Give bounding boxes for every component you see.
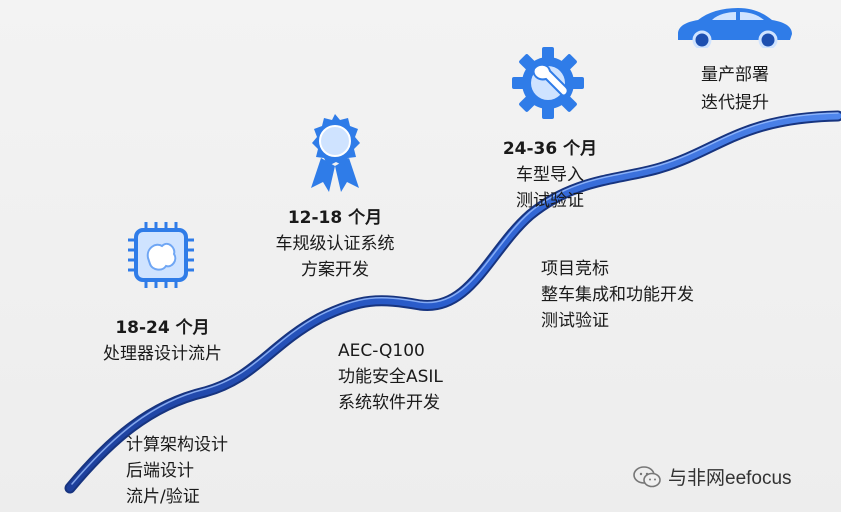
label-line: 项目竞标	[541, 259, 609, 279]
stage-title: 12-18 个月	[287, 208, 383, 228]
stage-title: 18-24 个月	[115, 318, 210, 338]
stage-line: 车型导入	[516, 165, 584, 185]
label-line: 计算架构设计	[126, 435, 228, 455]
label-line: AEC-Q100	[338, 341, 425, 361]
stage-line: 方案开发	[301, 260, 369, 280]
watermark-text: 与非网eefocus	[668, 468, 792, 489]
curve-label-certification: AEC-Q100 功能安全ASIL 系统软件开发	[338, 338, 508, 416]
stage-title: 24-36 个月	[502, 139, 598, 159]
stage-line: 迭代提升	[701, 93, 769, 113]
stage-line: 量产部署	[701, 65, 769, 85]
gear-wrench-icon	[512, 47, 584, 119]
curve-label-integration: 项目竞标 整车集成和功能开发 测试验证	[541, 256, 771, 334]
label-line: 整车集成和功能开发	[541, 285, 694, 305]
label-line: 系统软件开发	[338, 393, 440, 413]
watermark: 与非网eefocus	[632, 463, 792, 490]
stage-line: 车规级认证系统	[275, 234, 395, 254]
label-line: 功能安全ASIL	[338, 367, 443, 387]
label-line: 后端设计	[126, 461, 194, 481]
wechat-icon	[633, 465, 661, 487]
stage-line: 测试验证	[516, 191, 584, 211]
processor-chip-icon	[128, 222, 194, 288]
label-line: 测试验证	[541, 311, 609, 331]
curve-label-design: 计算架构设计 后端设计 流片/验证	[126, 432, 296, 510]
certificate-badge-icon	[311, 114, 360, 192]
label-line: 流片/验证	[126, 487, 200, 507]
car-icon	[678, 8, 792, 48]
stage-line: 处理器设计流片	[103, 344, 222, 364]
